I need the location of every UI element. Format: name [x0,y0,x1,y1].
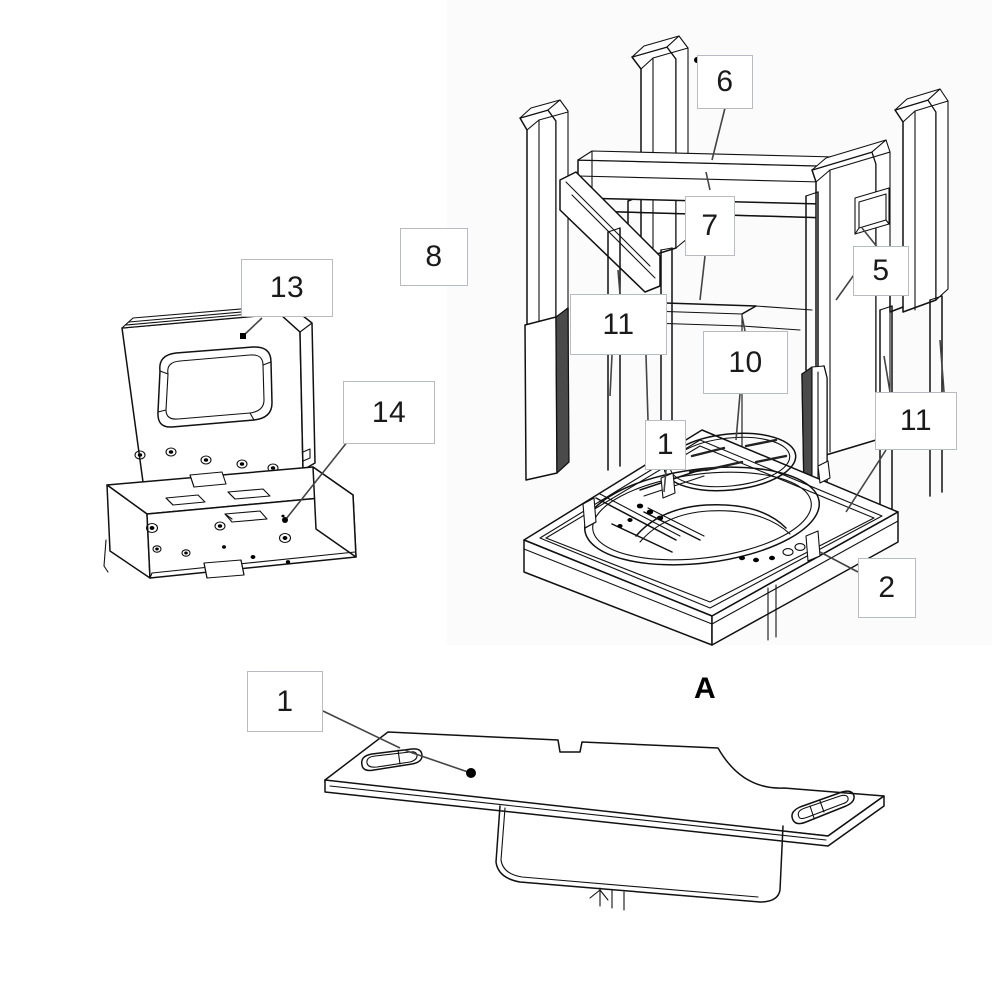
callout-6[interactable]: 6 [697,55,753,109]
section-letter-a: A [694,672,716,705]
callout-1-assembly[interactable]: 1 [645,420,686,470]
callout-11-left[interactable]: 11 [570,294,667,355]
callout-10[interactable]: 10 [703,331,788,394]
detail-a-slotted-plate [322,710,885,911]
left-sub-assembly [103,304,357,579]
callout-5[interactable]: 5 [853,246,909,296]
callout-13[interactable]: 13 [241,259,333,317]
callout-11-right[interactable]: 11 [875,392,957,450]
callout-7[interactable]: 7 [685,196,735,256]
callout-8[interactable]: 8 [400,228,468,286]
callout-14[interactable]: 14 [343,381,435,444]
main-frame-assembly [519,35,949,646]
callout-2[interactable]: 2 [858,558,916,618]
callout-1-detail[interactable]: 1 [247,671,323,732]
